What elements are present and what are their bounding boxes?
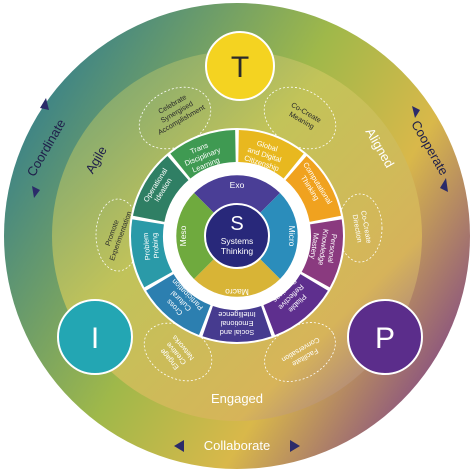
ring-seg-trans (170, 130, 236, 179)
center-s-circle (204, 203, 270, 269)
ring-problem-line1: Problem (141, 232, 152, 260)
ring-seg-cross (146, 274, 211, 335)
i-circle (57, 299, 133, 375)
p-letter: P (375, 322, 395, 355)
petal-top-left-text: Celebrate Synergised Accomplishment (156, 92, 206, 136)
ring-seg-pliable (263, 274, 328, 335)
arrow-down-left-icon (32, 186, 40, 198)
ring-seg-global (238, 130, 304, 179)
collaborate-label: Collaborate (204, 438, 271, 453)
core-macro-label: Macro (225, 287, 249, 297)
core-meso-label: Meso (178, 225, 188, 246)
ring-seg-personal (301, 219, 344, 288)
ring-personal-line3: Mastery (308, 232, 321, 260)
ring-trans-text: Trans Disciplinary Learning (183, 140, 222, 174)
ring-seg-social (202, 305, 272, 342)
t-circle (205, 31, 275, 101)
ring-seg-problem (131, 219, 173, 288)
arrow-up-left-icon (40, 98, 49, 110)
engaged-label: Engaged (211, 391, 263, 406)
ring-seg-computational (285, 156, 342, 222)
petal-bottom-right (264, 322, 336, 382)
arrow-right-bottom-icon (290, 440, 300, 452)
petal-bottom-left (143, 322, 213, 382)
arrow-down-right-icon (412, 106, 420, 118)
ring-seg-operational (132, 156, 189, 222)
i-letter: I (91, 322, 99, 355)
arrow-left-bottom-icon (174, 440, 184, 452)
p-circle (347, 299, 423, 375)
core-exo-label: Exo (230, 180, 245, 190)
center-systems-label: Systems (221, 236, 254, 246)
ring-social-text: Social and Emotional Intelligence (218, 310, 255, 337)
ring-problem-text: Problem Probing (141, 232, 161, 260)
ring-social-line1: Social and (220, 328, 255, 337)
arrow-right-side-icon (440, 178, 448, 192)
ring-problem-line2: Probing (150, 233, 161, 259)
center-thinking-label: Thinking (221, 246, 253, 256)
ring-personal-line1: Personal (326, 233, 339, 263)
inner-ring-segments (131, 130, 344, 342)
t-letter: T (231, 51, 249, 84)
center-s-letter: S (230, 213, 243, 235)
ring-global-text: Global and Digital Citizenship (243, 138, 283, 173)
ring-personal-text: Personal Knowledge Mastery (308, 228, 339, 265)
ring-social-line3: Intelligence (218, 310, 255, 319)
ring-social-line2: Emotional (220, 319, 253, 328)
core-micro-label: Micro (287, 226, 297, 247)
